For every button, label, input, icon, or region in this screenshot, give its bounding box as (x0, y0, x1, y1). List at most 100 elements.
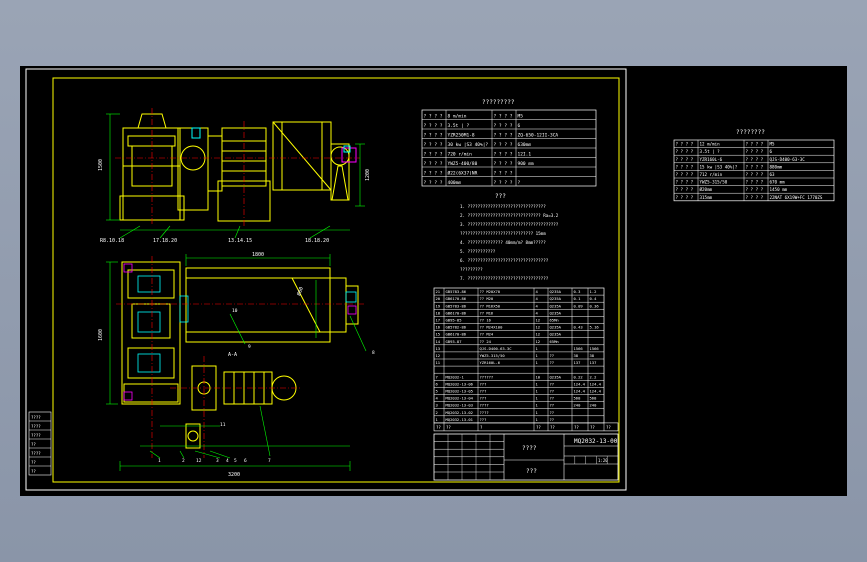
right-table-cell: YWZ5-315/50 (700, 180, 728, 185)
parts-row-cell: QJS-D400-63-3C (480, 346, 512, 351)
foot-label-c: 13.14.15 (228, 238, 252, 244)
right-table-cell: ? ? ? ? (676, 187, 694, 192)
left-table-cell: M5 (518, 114, 524, 120)
side-strip-table: ?????????????????????? (28, 411, 52, 476)
parts-row-cell: ??? (480, 417, 487, 422)
part-leader-label: 7 (268, 458, 271, 464)
parts-row-cell: 1 (536, 403, 539, 408)
left-table-cell: 30 kw |S3 40%|? (448, 142, 489, 148)
plan-view (121, 261, 359, 449)
parts-row-cell: YZR160L-6 (480, 360, 501, 365)
parts-row-cell: 5 (436, 389, 438, 394)
elevation-magenta (341, 147, 357, 163)
right-table-cell: 6 (770, 149, 773, 154)
left-table-cell: ? ? ? ? (494, 161, 513, 167)
left-table-cell: 720 r/min (448, 152, 473, 158)
parts-row-cell: 3 (436, 403, 438, 408)
parts-row-cell: 568 (590, 396, 598, 401)
parts-row-cell: 1 (536, 396, 539, 401)
parts-header-cell: ?? (446, 425, 451, 430)
left-table-cell: ? ? ? ? (424, 133, 443, 139)
right-table-cell: 880mm (770, 164, 783, 169)
dim-side-height: 1200 (365, 169, 371, 181)
parts-row-cell: MQ2032-13-04 (446, 396, 474, 401)
parts-row-cell: 0.3 (574, 289, 581, 294)
left-table-cell: ? ? ? ? (424, 142, 443, 148)
parts-row-cell: MQ2032-13-02 (446, 410, 473, 415)
part-leader-label: 8 (372, 350, 375, 356)
drawing-name: ???? (522, 445, 537, 452)
elevation-view (119, 113, 350, 222)
parts-row-cell: 7 (436, 374, 438, 379)
notes-title: ??? (495, 193, 506, 200)
part-leader-label: 3 (216, 458, 219, 464)
note-line: 4. ?????????????? 40mm/m? 8mm????? (460, 240, 546, 245)
left-table-cell: Ø22(6X37)NR (448, 170, 478, 177)
side-strip-cell: ?? (31, 442, 36, 447)
part-leader-label: 6 (244, 458, 247, 464)
dim-top-length: 1800 (252, 252, 264, 258)
parts-row-cell: ?? (550, 353, 555, 358)
parts-row-cell: 1 (536, 346, 539, 351)
note-line: 6. ???????????????????????????????? (460, 258, 549, 263)
parts-row-cell: MQ2032-1 (446, 374, 465, 379)
drawing-number: MQ2032-13-00 (574, 438, 618, 445)
parts-row-cell: Q235A (550, 374, 562, 379)
right-table-cell: ? ? ? ? (746, 157, 764, 162)
part-leader-label: 11 (220, 422, 226, 428)
left-table-cell: ZQ-650-12II-3CA (518, 133, 559, 139)
right-table-cell: ? ? ? ? (746, 187, 764, 192)
note-line: 3. ???????????????????????????????????? (460, 222, 559, 227)
parts-row-cell: 12 (536, 339, 541, 344)
title-block: MQ2032-13-00???????1:20 (433, 433, 619, 481)
part-leader-label: 4 (226, 458, 229, 464)
parts-row-cell: 12 (536, 332, 541, 337)
note-line: ????????????????????????????? 15mm (460, 231, 546, 236)
parts-row-cell: 18 (436, 310, 441, 315)
parts-row-cell: 240 (574, 403, 582, 408)
parts-header-cell: ?? (536, 425, 541, 430)
right-table-cell: QJS-D400-63-3C (770, 157, 806, 162)
parts-header-cell: ?? (436, 425, 441, 430)
part-leader-label: 2 (182, 458, 185, 464)
left-table-cell: 900 mm (518, 161, 535, 167)
right-table-cell: M5 (770, 142, 776, 147)
parts-row-cell: 6 (436, 381, 439, 386)
foot-label-b: 17.18.20 (153, 238, 177, 244)
parts-row-cell: 1 (536, 381, 539, 386)
dim-overall-length: 3200 (228, 472, 240, 478)
left-table-cell: ? (518, 180, 521, 186)
parts-row-cell: 5.16 (590, 325, 600, 330)
parts-row-cell: 0.4 (590, 296, 598, 301)
side-strip-cell: ???? (31, 424, 41, 429)
parts-row-cell: GB5783-86 (446, 303, 467, 308)
left-spec-table: ? ? ? ?8 m/min? ? ? ?M5? ? ? ?3.5t | ?? … (421, 109, 597, 187)
company-name: ??? (526, 468, 537, 475)
inner-border (52, 77, 620, 483)
parts-row-cell: 0.09 (574, 303, 584, 308)
parts-row-cell: 124.4 (574, 389, 586, 394)
right-table-cell: ? ? ? ? (676, 157, 694, 162)
right-table-cell: 712 r/min (700, 172, 723, 177)
left-table-cell: 6 (518, 123, 521, 129)
right-table-cell: Ø20mm (700, 187, 713, 192)
parts-row-cell: 38 (574, 353, 579, 358)
parts-row-cell: 1 (536, 360, 539, 365)
parts-row-cell: 4 (436, 396, 439, 401)
parts-row-cell: ?? 24 (480, 339, 492, 344)
part-leader-label: 12 (196, 458, 202, 464)
right-table-cell: ? ? ? ? (746, 172, 764, 177)
outer-frame (25, 68, 627, 491)
foot-label-a: R8.10.18 (100, 238, 124, 244)
right-table-cell: YZR160L-6 (700, 157, 723, 162)
parts-row-cell: ?????? (480, 374, 494, 379)
plan-centerlines (116, 256, 365, 458)
parts-row-cell: ???? (480, 410, 489, 415)
parts-row-cell: 2.2 (590, 374, 597, 379)
left-table-cell: 8 m/min (448, 114, 467, 120)
left-table-cell: 630mm (518, 142, 532, 148)
sheave-elevation (330, 146, 350, 166)
